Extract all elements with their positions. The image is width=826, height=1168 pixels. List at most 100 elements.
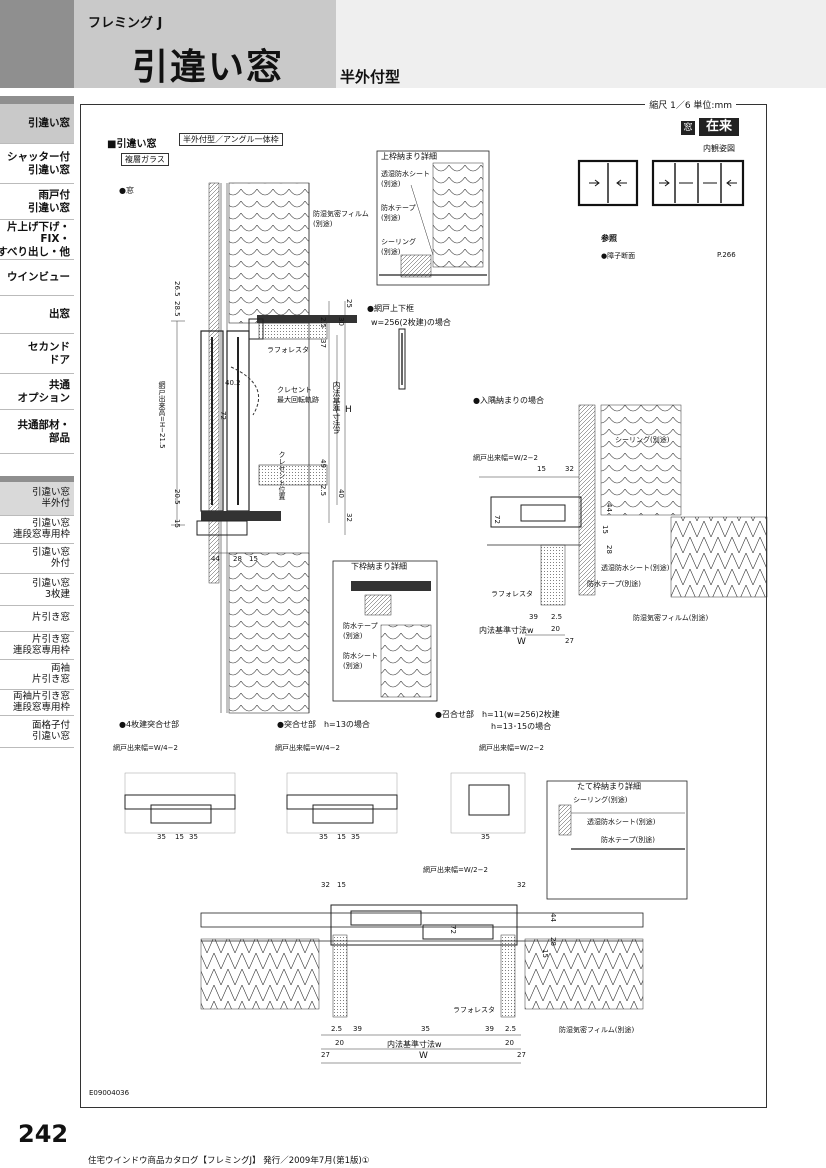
sidebar-item-label: 引違い窓 [28,117,70,130]
label-sealing: シーリング(別途) [615,436,670,444]
sidebar-subitem-1[interactable]: 引違い窓 連段窓専用枠 [0,516,74,544]
ref-page: P.266 [717,251,736,259]
label-plan-W: W [419,1051,428,1061]
label-screen-frame: ●網戸上下框 [367,304,414,313]
dim-r39: 39 [529,613,538,621]
technical-drawing [124,150,768,1064]
sidebar-subitem-2[interactable]: 引違い窓 外付 [0,544,74,574]
dim-m35b: 35 [189,833,198,841]
label-plan-inner-w: 内法基準寸法w [387,1040,442,1049]
sidebar-subitem-8[interactable]: 面格子付 引違い窓 [0,716,74,748]
series-name: フレミング J [88,16,163,31]
label-side-tape: 防水テープ(別途) [601,836,656,844]
dim-p28: 28 [549,937,557,946]
sidebar-item-0[interactable]: 引違い窓 [0,104,74,144]
dim-p35: 35 [421,1025,430,1033]
sidebar-subitem-4[interactable]: 片引き窓 [0,606,74,632]
sidebar-subitem-label: 引違い窓 3枚建 [31,577,70,600]
header-right-band [336,0,826,88]
dim-r2-5: 2.5 [551,613,563,621]
dim-49: 49 [319,459,327,468]
label-side-detail: たて枠納まり詳細 [577,782,641,791]
dim-p39: 39 [353,1025,362,1033]
label-crescent-track: クレセント 最大回転軌跡 [277,386,319,404]
dim-p39b: 39 [485,1025,494,1033]
inside-corner-section [479,404,768,636]
dim-p27: 27 [321,1051,330,1059]
dim-30: 30 [337,317,345,326]
page-title: 引違い窓 [132,47,285,88]
sidebar-subitem-5[interactable]: 片引き窓 連段窓専用枠 [0,632,74,660]
label-airtight-film: 防湿気密フィルム(別途) [633,614,709,622]
sidebar-item-2[interactable]: 雨戸付 引違い窓 [0,184,74,220]
sidebar-subitem-7[interactable]: 両袖片引き窓 連段窓専用枠 [0,690,74,716]
plan-section [200,904,644,1064]
dim-r15: 15 [537,465,546,473]
label-screen-w4: 網戸出来幅=W/4−2 [113,744,178,752]
dim-m35d: 35 [351,833,360,841]
label-screen-h: 網戸出来高=H−21.5 [158,381,166,449]
section-tag: 半外付型／アングル一体枠 [179,133,283,146]
sidebar-item-5[interactable]: 出窓 [0,296,74,334]
sidebar-item-6[interactable]: セカンド ドア [0,334,74,374]
dim-15: 15 [173,519,181,528]
label-plan-film: 防湿気密フィルム(別途) [559,1026,635,1034]
sidebar-subitem-label: 引違い窓 外付 [31,546,70,569]
label-bottom-tape: 防水テープ (別途) [343,622,378,640]
header-title-block [74,0,336,88]
dim-p32: 32 [321,881,330,889]
label-laforesta2: ラフォレスタ [491,590,533,598]
dim-p20b: 20 [505,1039,514,1047]
dim-28: 28 [233,555,242,563]
dim-15b: 15 [249,555,258,563]
dim-32: 32 [345,513,353,522]
sidebar-subitem-0[interactable]: 引違い窓 半外付 [0,482,74,516]
label-bottom-detail: 下枠納まり詳細 [351,562,407,571]
sidebar-item-7[interactable]: 共通 オプション [0,374,74,410]
dim-p27b: 27 [517,1051,526,1059]
dim-p72: 72 [449,925,457,934]
dim-2-5a: 2.5 [319,317,327,329]
side-frame-detail [546,780,688,900]
glass-tag: 複層ガラス [121,153,169,166]
doc-code: E09004036 [89,1089,130,1097]
sidebar-item-3[interactable]: 片上げ下げ・ FIX・ すべり出し・他 [0,220,74,260]
label-crescent-pos: クレセント位置 [278,451,286,500]
sidebar-subitem-label: 片引き窓 連段窓専用枠 [12,633,70,656]
sidebar-subitem-6[interactable]: 両袖 片引き窓 [0,660,74,690]
label-irizumi: ●入隅納まりの場合 [473,396,544,405]
dim-44: 44 [211,555,220,563]
dim-r32: 32 [565,465,574,473]
dim-m35a: 35 [157,833,166,841]
sidebar-subitem-label: 片引き窓 [31,612,70,624]
sidebar-item-label: 共通部材・ 部品 [17,419,71,444]
sidebar-subitem-3[interactable]: 引違い窓 3枚建 [0,574,74,606]
footer-note: 住宅ウインドウ商品カタログ【フレミングJ】 発行／2009年7月(第1版)① [88,1156,370,1166]
dim-p20: 20 [335,1039,344,1047]
label-screen-w-case: w=256(2枚建)の場合 [371,318,451,327]
sidebar-item-8[interactable]: 共通部材・ 部品 [0,410,74,454]
sidebar-item-label: ウインビュー [7,271,70,284]
elevation-icons [577,159,745,207]
sidebar-subitem-label: 両袖 片引き窓 [31,662,70,685]
top-frame-detail [376,150,490,286]
label-dim-H: H [345,405,352,415]
badge-zairai: 在来 [699,118,739,136]
label-side-sheet: 透湿防水シート(別途) [587,818,656,826]
sidebar-top-bar [0,96,74,104]
sidebar-item-4[interactable]: ウインビュー [0,260,74,296]
screen-frame-detail [398,328,406,390]
dim-37: 37 [319,339,327,348]
label-plan-laforesta: ラフォレスタ [453,1006,495,1014]
label-top-tape: 防水テープ (別途) [381,204,416,222]
sidebar-item-1[interactable]: シャッター付 引違い窓 [0,144,74,184]
label-top-sealing: シーリング (別途) [381,238,416,256]
dim-26-5: 26.5 [173,281,181,297]
label-bottom-sheet: 防水シート (別途) [343,652,378,670]
label-butt-h13: ●突合せ部 h=13の場合 [277,720,370,729]
window-label: ●窓 [119,186,134,195]
dim-p15b: 15 [541,949,549,958]
vertical-section [171,182,357,714]
label-top-detail: 上枠納まり詳細 [381,152,437,161]
sidebar-subitem-label: 面格子付 引違い窓 [31,719,70,742]
